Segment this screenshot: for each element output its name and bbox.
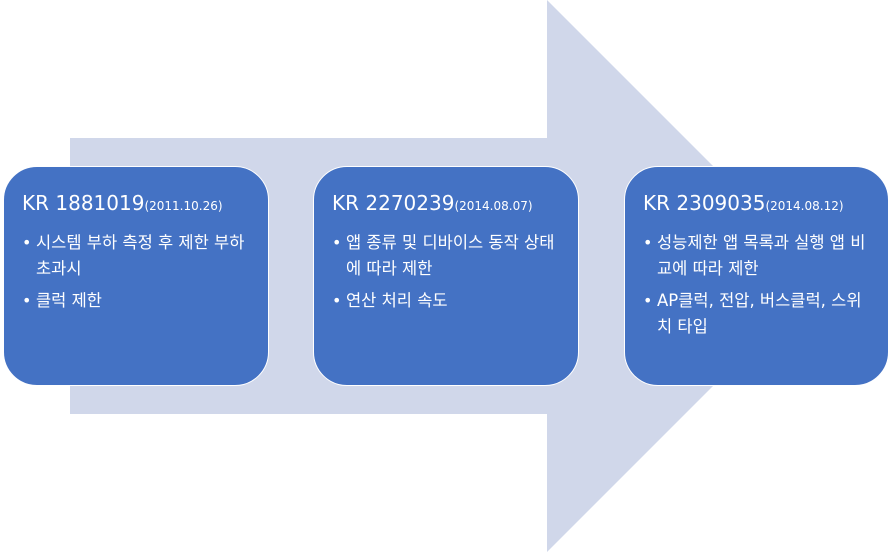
bullet-list: •성능제한 앱 목록과 실행 앱 비교에 따라 제한 •AP클럭, 전압, 버스… xyxy=(643,230,870,340)
bullet-text: 앱 종류 및 디바이스 동작 상태에 따라 제한 xyxy=(346,233,555,278)
patent-card-3: KR 2309035(2014.08.12) •성능제한 앱 목록과 실행 앱 … xyxy=(624,166,889,386)
bullet-text: 연산 처리 속도 xyxy=(346,291,448,310)
card-title: KR 2309035(2014.08.12) xyxy=(643,189,870,220)
patent-date: (2011.10.26) xyxy=(144,199,223,213)
bullet-list: •시스템 부하 측정 후 제한 부하 초과시 •클럭 제한 xyxy=(22,230,250,314)
bullet-list: •앱 종류 및 디바이스 동작 상태에 따라 제한 •연산 처리 속도 xyxy=(332,230,560,314)
bullet-item: •클럭 제한 xyxy=(22,288,250,314)
bullet-icon: • xyxy=(643,291,653,310)
patent-card-1: KR 1881019(2011.10.26) •시스템 부하 측정 후 제한 부… xyxy=(3,166,269,386)
patent-date: (2014.08.07) xyxy=(454,199,533,213)
card-title: KR 1881019(2011.10.26) xyxy=(22,189,250,220)
patent-number: KR 2309035 xyxy=(643,191,766,215)
patent-number: KR 1881019 xyxy=(22,191,145,215)
bullet-text: 성능제한 앱 목록과 실행 앱 비교에 따라 제한 xyxy=(657,233,866,278)
bullet-icon: • xyxy=(332,233,342,252)
bullet-icon: • xyxy=(22,233,32,252)
bullet-icon: • xyxy=(643,233,653,252)
patent-number: KR 2270239 xyxy=(332,191,455,215)
bullet-icon: • xyxy=(22,291,32,310)
patent-card-2: KR 2270239(2014.08.07) •앱 종류 및 디바이스 동작 상… xyxy=(313,166,579,386)
patent-date: (2014.08.12) xyxy=(765,199,844,213)
bullet-item: •AP클럭, 전압, 버스클럭, 스위치 타입 xyxy=(643,288,870,340)
bullet-icon: • xyxy=(332,291,342,310)
bullet-item: •성능제한 앱 목록과 실행 앱 비교에 따라 제한 xyxy=(643,230,870,282)
bullet-text: 시스템 부하 측정 후 제한 부하 초과시 xyxy=(36,233,245,278)
bullet-item: •앱 종류 및 디바이스 동작 상태에 따라 제한 xyxy=(332,230,560,282)
bullet-item: •시스템 부하 측정 후 제한 부하 초과시 xyxy=(22,230,250,282)
bullet-text: 클럭 제한 xyxy=(36,291,102,310)
bullet-item: •연산 처리 속도 xyxy=(332,288,560,314)
bullet-text: AP클럭, 전압, 버스클럭, 스위치 타입 xyxy=(657,291,862,336)
card-title: KR 2270239(2014.08.07) xyxy=(332,189,560,220)
